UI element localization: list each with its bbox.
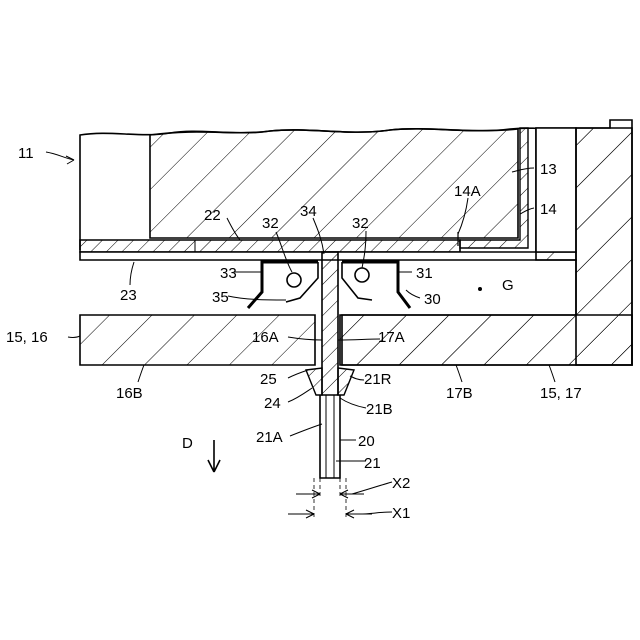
- label-25: 25: [260, 371, 277, 388]
- label-13: 13: [540, 161, 557, 178]
- bracket-31: [342, 262, 410, 308]
- label-21B: 21B: [366, 401, 393, 418]
- label-21: 21: [364, 455, 381, 472]
- label-15-16: 15, 16: [6, 329, 48, 346]
- direction-d-arrow: [208, 440, 220, 472]
- probe-20: [320, 395, 340, 478]
- x1-arrow-left: [288, 510, 314, 518]
- post-34: [322, 252, 338, 395]
- label-14: 14: [540, 201, 557, 218]
- label-16B: 16B: [116, 385, 143, 402]
- label-G: G: [502, 277, 514, 294]
- label-24: 24: [264, 395, 281, 412]
- label-34: 34: [300, 203, 317, 220]
- label-17B: 17B: [446, 385, 473, 402]
- label-32-left: 32: [262, 215, 279, 232]
- label-21A: 21A: [256, 429, 283, 446]
- label-32-right: 32: [352, 215, 369, 232]
- label-14A: 14A: [454, 183, 481, 200]
- tip-21R: [338, 368, 354, 395]
- label-11: 11: [18, 145, 34, 162]
- plate-16: [80, 315, 315, 365]
- bracket-33: [248, 262, 318, 308]
- label-20: 20: [358, 433, 375, 450]
- label-21R: 21R: [364, 371, 392, 388]
- label-31: 31: [416, 265, 433, 282]
- x2-arrow-left: [296, 490, 320, 498]
- label-23: 23: [120, 287, 137, 304]
- pin-32-left: [287, 273, 301, 287]
- label-X2: X2: [392, 475, 410, 492]
- label-X1: X1: [392, 505, 410, 522]
- g-point: [478, 287, 482, 291]
- label-D: D: [182, 435, 193, 452]
- label-15-17: 15, 17: [540, 385, 582, 402]
- label-16A: 16A: [252, 329, 279, 346]
- label-30: 30: [424, 291, 441, 308]
- pin-32-right: [355, 268, 369, 282]
- cover-22: [80, 240, 460, 252]
- label-22: 22: [204, 207, 221, 224]
- wall-right-cover: [536, 128, 576, 252]
- label-33: 33: [220, 265, 237, 282]
- spring-30: [342, 262, 372, 300]
- label-35: 35: [212, 289, 229, 306]
- label-17A: 17A: [378, 329, 405, 346]
